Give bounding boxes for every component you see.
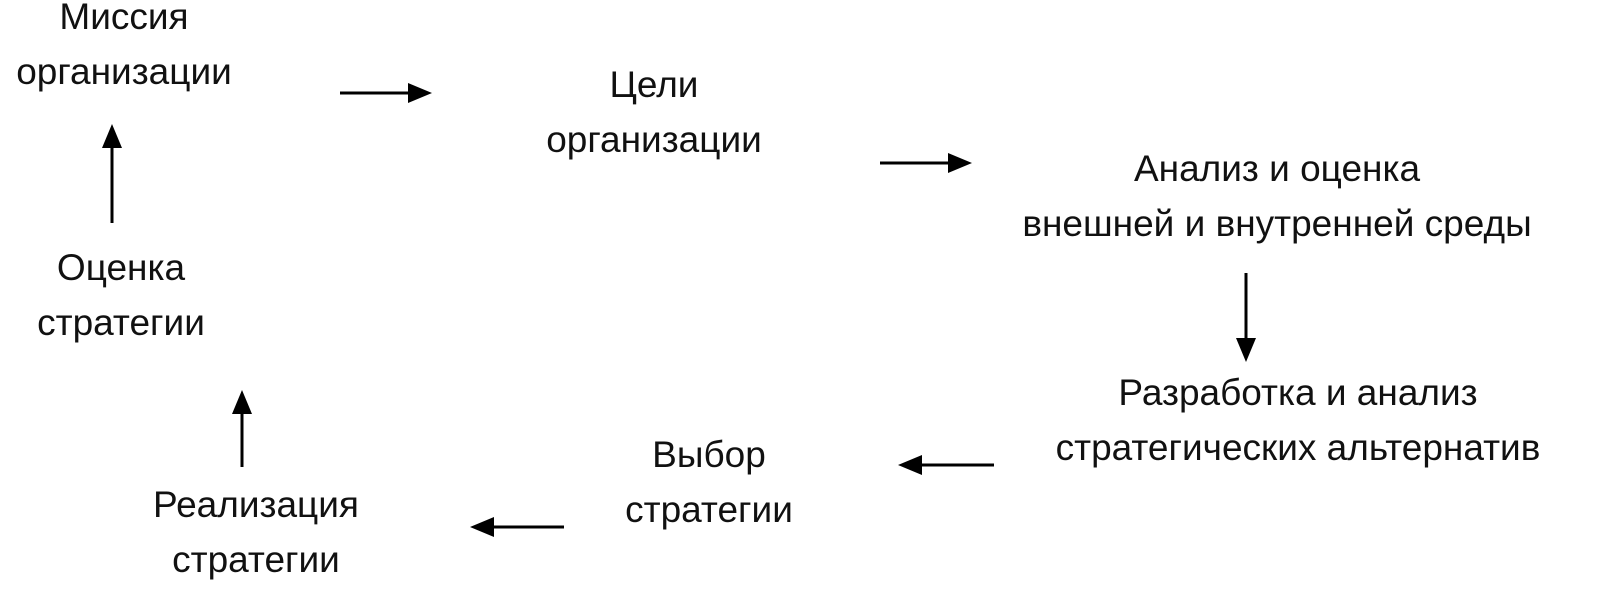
node-mission-line-2: организации bbox=[16, 51, 232, 92]
arrow-evaluation-to-mission bbox=[102, 124, 122, 223]
node-analysis: Анализ и оценка внешней и внутренней сре… bbox=[1022, 141, 1531, 251]
arrow-choice-to-implementation bbox=[470, 517, 564, 537]
node-choice: Выбор стратегии bbox=[625, 427, 793, 537]
arrow-mission-to-goals bbox=[340, 83, 432, 103]
node-goals-line-1: Цели bbox=[609, 64, 699, 105]
node-development-line-2: стратегических альтернатив bbox=[1055, 427, 1541, 468]
node-development: Разработка и анализ стратегических альте… bbox=[1056, 365, 1541, 475]
node-evaluation-line-1: Оценка bbox=[56, 247, 186, 288]
arrow-development-to-choice bbox=[898, 455, 994, 475]
node-goals-line-2: организации bbox=[546, 119, 762, 160]
node-implementation-line-2: стратегии bbox=[172, 539, 340, 580]
node-choice-line-2: стратегии bbox=[625, 489, 793, 530]
node-analysis-line-2: внешней и внутренней среды bbox=[1022, 203, 1532, 244]
node-analysis-line-1: Анализ и оценка bbox=[1133, 148, 1421, 189]
node-mission: Миссия организации bbox=[16, 0, 232, 99]
node-choice-line-1: Выбор bbox=[652, 434, 766, 475]
node-evaluation: Оценка стратегии bbox=[37, 240, 205, 350]
arrow-goals-to-analysis bbox=[880, 153, 972, 173]
arrow-analysis-to-development bbox=[1236, 273, 1256, 362]
arrow-implementation-to-evaluation bbox=[232, 390, 252, 467]
node-implementation: Реализация стратегии bbox=[153, 477, 359, 587]
node-mission-line-1: Миссия bbox=[59, 0, 189, 37]
node-goals: Цели организации bbox=[546, 57, 762, 167]
node-development-line-1: Разработка и анализ bbox=[1118, 372, 1478, 413]
node-evaluation-line-2: стратегии bbox=[37, 302, 205, 343]
node-implementation-line-1: Реализация bbox=[153, 484, 359, 525]
